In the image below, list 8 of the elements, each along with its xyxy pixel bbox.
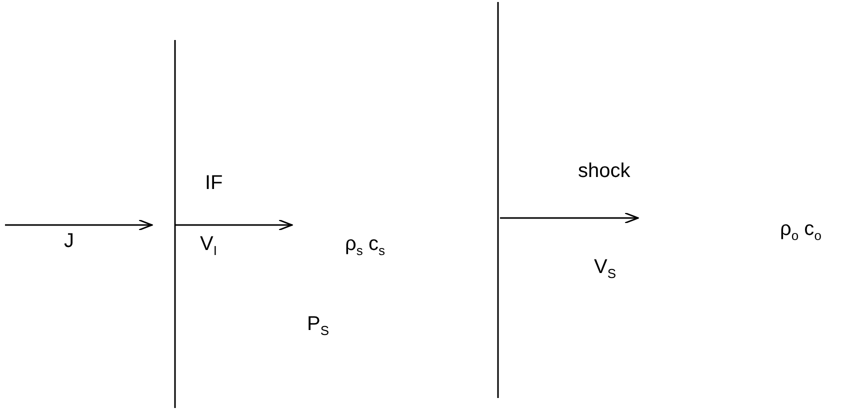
- density-sound-speed-label: ρ$_{s}$ c$_{s}$: [345, 233, 385, 260]
- velocity-label: V$_{I}$: [200, 233, 217, 260]
- velocity-label: V$_{S}$: [594, 256, 616, 283]
- flux-label: J: [64, 230, 74, 252]
- pressure-label: P$_{S}$: [307, 313, 330, 340]
- shock-label: shock: [578, 160, 630, 182]
- interface-label: IF: [205, 172, 223, 194]
- density-sound-speed-label: ρ$_{o}$ c$_{o}$: [780, 218, 822, 245]
